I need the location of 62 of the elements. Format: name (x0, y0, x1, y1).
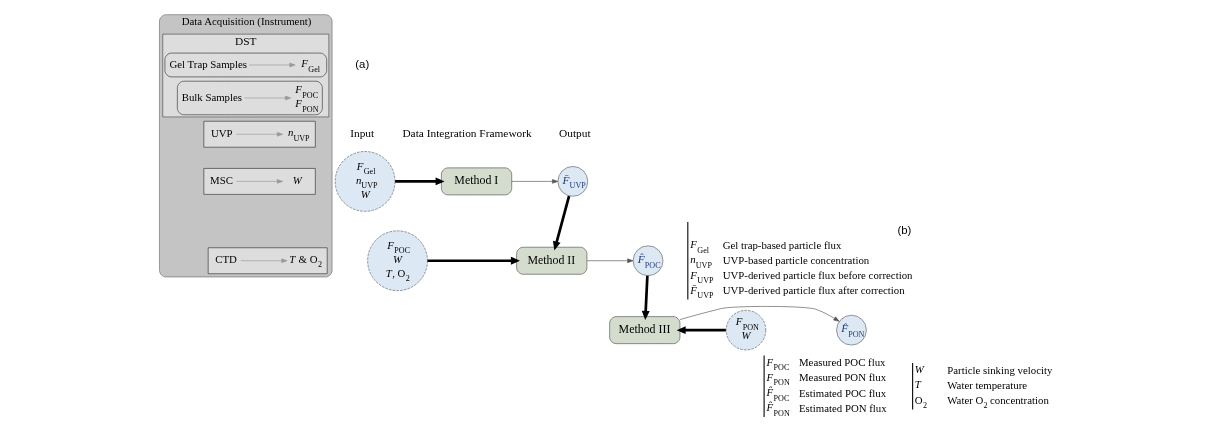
label: F$_{Gel}$ (690, 238, 710, 255)
label: (b) (897, 223, 912, 236)
arrow (244, 95, 292, 101)
node-text: F$_{POC}$ F$_{PON}$ (295, 83, 319, 114)
cluster (177, 80, 323, 116)
cluster (203, 120, 316, 148)
label: Particle sinking velocity (947, 363, 1053, 376)
label: Data Integration Framework (402, 127, 532, 140)
node-circle: F̂$_{POC}$ (632, 245, 664, 276)
node-box: Method III (609, 316, 681, 344)
label: T (914, 378, 921, 391)
node-text: T & O$_{2}$ (289, 252, 323, 270)
label: Water temperature (947, 378, 1028, 391)
node-text: UVP (210, 126, 233, 139)
arrow (679, 306, 840, 322)
label: O$_{2}$ (914, 393, 927, 411)
label: W (914, 363, 924, 376)
label: Measured POC flux (799, 356, 886, 369)
node-box: Method II (516, 246, 588, 275)
cluster (164, 52, 327, 78)
label: UVP-derived particle flux before correction (722, 269, 913, 282)
label: F̄$_{UVP}$ (690, 283, 714, 301)
cluster (203, 168, 316, 195)
label: Water O$_{2}$ concentration (947, 393, 1049, 411)
cluster (207, 247, 328, 275)
label: UVP-based particle concentration (722, 253, 870, 266)
node-text: MSC (210, 174, 233, 187)
node-circle: F̂$_{PON}$ (836, 314, 867, 346)
arrow (236, 132, 283, 137)
label: Input (350, 127, 375, 140)
label: Estimated PON flux (799, 401, 887, 414)
node-circle: F̄$_{UVP}$ (557, 166, 589, 197)
arrow (236, 179, 283, 184)
arrow (586, 258, 634, 263)
label: n$_{UVP}$ (690, 253, 712, 270)
node-text: W (292, 173, 302, 186)
label: Estimated POC flux (799, 386, 887, 399)
arrow (427, 256, 520, 265)
arrow (248, 62, 296, 68)
node-text: CTD (215, 253, 237, 266)
node-box: Method I (441, 167, 512, 196)
label: Measured PON flux (799, 371, 887, 384)
node-text: Bulk Samples (181, 90, 243, 103)
label: UVP-derived particle flux after correction (722, 284, 905, 297)
node-circle: F$_{PON}$ W (725, 310, 766, 351)
node-text: n$_{UVP}$ (287, 126, 310, 143)
arrow (676, 326, 726, 335)
arrow (240, 258, 288, 263)
label: F̂$_{PON}$ (766, 401, 790, 418)
label: Gel trap-based particle flux (722, 238, 842, 251)
label: F$_{UVP}$ (690, 268, 714, 286)
label: F$_{POC}$ (766, 355, 790, 373)
arrow (552, 195, 571, 251)
label: (a) (355, 57, 370, 70)
arrow (641, 275, 650, 320)
arrow (395, 177, 445, 186)
node-circle: F$_{Gel}$ n$_{UVP}$ W (334, 151, 396, 212)
node-text: Gel Trap Samples (169, 57, 247, 70)
node-circle: F$_{POC}$ W T, O$_{2}$ (367, 230, 428, 291)
node-text: F$_{Gel}$ (301, 57, 320, 74)
arrow (511, 179, 559, 184)
label: Output (559, 127, 591, 140)
